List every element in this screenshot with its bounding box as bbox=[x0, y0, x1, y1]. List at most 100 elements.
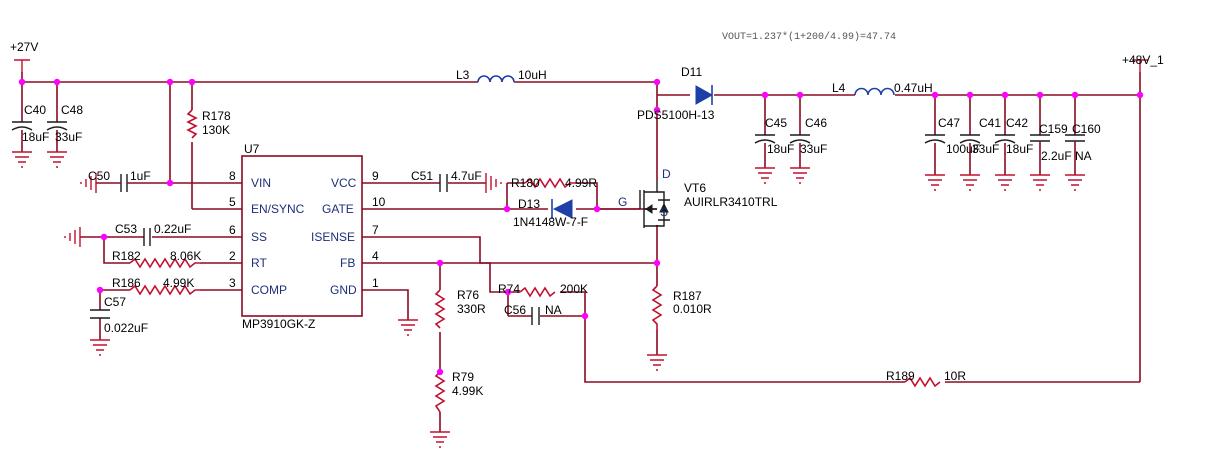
ref-label: L3 bbox=[456, 68, 470, 82]
pin-name: EN/SYNC bbox=[251, 202, 305, 216]
ref-label: C159 bbox=[1039, 122, 1068, 136]
r189-symbol bbox=[904, 376, 941, 388]
diodes bbox=[551, 85, 714, 219]
ref-label: C57 bbox=[104, 295, 126, 309]
value-label: 18uF bbox=[767, 142, 794, 156]
value-label: 0.22uF bbox=[154, 222, 191, 236]
ref-label: R79 bbox=[452, 370, 474, 384]
c42-symbol bbox=[994, 134, 1016, 175]
value-label: 100uF bbox=[946, 142, 980, 156]
junctions bbox=[18, 78, 1144, 376]
c48-symbol bbox=[46, 121, 68, 152]
ground-icon bbox=[80, 173, 97, 193]
pin-name: ISENSE bbox=[311, 230, 355, 244]
value-label: NA bbox=[545, 303, 562, 317]
ref-label: C53 bbox=[115, 222, 137, 236]
value-label: 8.06K bbox=[170, 249, 201, 263]
l3-symbol bbox=[477, 75, 515, 83]
ref-label: D13 bbox=[518, 197, 540, 211]
value-label: 10uH bbox=[518, 68, 547, 82]
c51-symbol bbox=[439, 174, 448, 192]
c56-symbol bbox=[531, 307, 540, 325]
ic-part: MP3910GK-Z bbox=[242, 317, 315, 331]
pin-number: 2 bbox=[229, 249, 236, 263]
l4-symbol bbox=[854, 87, 895, 96]
pin-number: 8 bbox=[229, 169, 236, 183]
power-arrow-icon bbox=[1132, 59, 1148, 72]
net-label-vin: +27V bbox=[10, 40, 38, 54]
ref-label: R186 bbox=[112, 276, 141, 290]
ground-icon bbox=[485, 173, 502, 193]
c57-symbol bbox=[90, 309, 110, 319]
r187-symbol bbox=[651, 285, 663, 330]
ref-label: C51 bbox=[411, 169, 433, 183]
value-label: 330R bbox=[457, 302, 486, 316]
c159-symbol bbox=[1030, 134, 1050, 175]
c160-symbol bbox=[1065, 134, 1085, 175]
value-label: 200K bbox=[560, 282, 588, 296]
pin-name: VCC bbox=[331, 176, 357, 190]
mosfet-pin-label: G bbox=[618, 195, 627, 209]
value-label: 4.99R bbox=[565, 176, 597, 190]
power-arrow-icon bbox=[14, 59, 30, 72]
value-label: 18uF bbox=[22, 130, 49, 144]
r180-symbol bbox=[524, 177, 575, 189]
pin-number: 1 bbox=[372, 276, 379, 290]
ref-label: R180 bbox=[511, 176, 540, 190]
labels: VOUT=1.237*(1+200/4.99)=47.74 +27V +48V_… bbox=[10, 31, 1164, 398]
c46-symbol bbox=[789, 134, 811, 168]
ref-label: R76 bbox=[457, 288, 479, 302]
r186-symbol bbox=[129, 284, 200, 296]
value-label: 33uF bbox=[55, 130, 82, 144]
r79-symbol bbox=[434, 371, 446, 413]
pin-number: 5 bbox=[229, 195, 236, 209]
ref-label: C41 bbox=[979, 116, 1001, 130]
c41-symbol bbox=[959, 134, 981, 175]
pin-name: SS bbox=[251, 230, 267, 244]
pin-name: VIN bbox=[251, 176, 271, 190]
mosfet-pin-label: S bbox=[660, 205, 668, 219]
formula-text: VOUT=1.237*(1+200/4.99)=47.74 bbox=[722, 31, 896, 43]
value-label: 2.2uF bbox=[1041, 149, 1072, 163]
pin-number: 10 bbox=[372, 195, 386, 209]
ref-label: VT6 bbox=[684, 181, 706, 195]
ground-icon bbox=[960, 174, 980, 191]
c45-symbol bbox=[754, 134, 776, 168]
d11-symbol bbox=[695, 85, 714, 105]
ref-label: R74 bbox=[498, 282, 520, 296]
ground-icon bbox=[90, 339, 110, 356]
value-label: AUIRLR3410TRL bbox=[684, 195, 778, 209]
r178-symbol bbox=[186, 109, 198, 139]
ref-label: R187 bbox=[673, 289, 702, 303]
ground-icon bbox=[398, 319, 418, 336]
ref-label: C48 bbox=[61, 103, 83, 117]
pin-number: 7 bbox=[372, 223, 379, 237]
value-label: 4.7uF bbox=[451, 169, 482, 183]
c40-symbol bbox=[11, 121, 33, 152]
pin-number: 4 bbox=[372, 249, 379, 263]
value-label: 33uF bbox=[800, 142, 827, 156]
ground-icon bbox=[47, 151, 67, 168]
ref-label: R178 bbox=[202, 109, 231, 123]
ic-u7 bbox=[241, 155, 363, 317]
ref-label: L4 bbox=[832, 81, 846, 95]
ref-label: C46 bbox=[805, 116, 827, 130]
ground-icon bbox=[64, 227, 81, 247]
value-label: 10R bbox=[944, 369, 966, 383]
ref-label: C40 bbox=[24, 103, 46, 117]
pin-name: COMP bbox=[251, 283, 287, 297]
ref-label: C56 bbox=[504, 303, 526, 317]
ref-label: C160 bbox=[1072, 122, 1101, 136]
ic-ref: U7 bbox=[244, 142, 260, 156]
pin-number: 3 bbox=[229, 276, 236, 290]
value-label: PDS5100H-13 bbox=[637, 108, 715, 122]
value-label: 0.010R bbox=[673, 302, 712, 316]
value-label: 1uF bbox=[130, 169, 151, 183]
c47-symbol bbox=[924, 134, 946, 175]
ref-label: R189 bbox=[886, 369, 915, 383]
c50-symbol bbox=[96, 174, 140, 192]
value-label: 0.022uF bbox=[104, 321, 148, 335]
pin-number: 9 bbox=[372, 169, 379, 183]
ground-icon bbox=[1065, 174, 1085, 191]
